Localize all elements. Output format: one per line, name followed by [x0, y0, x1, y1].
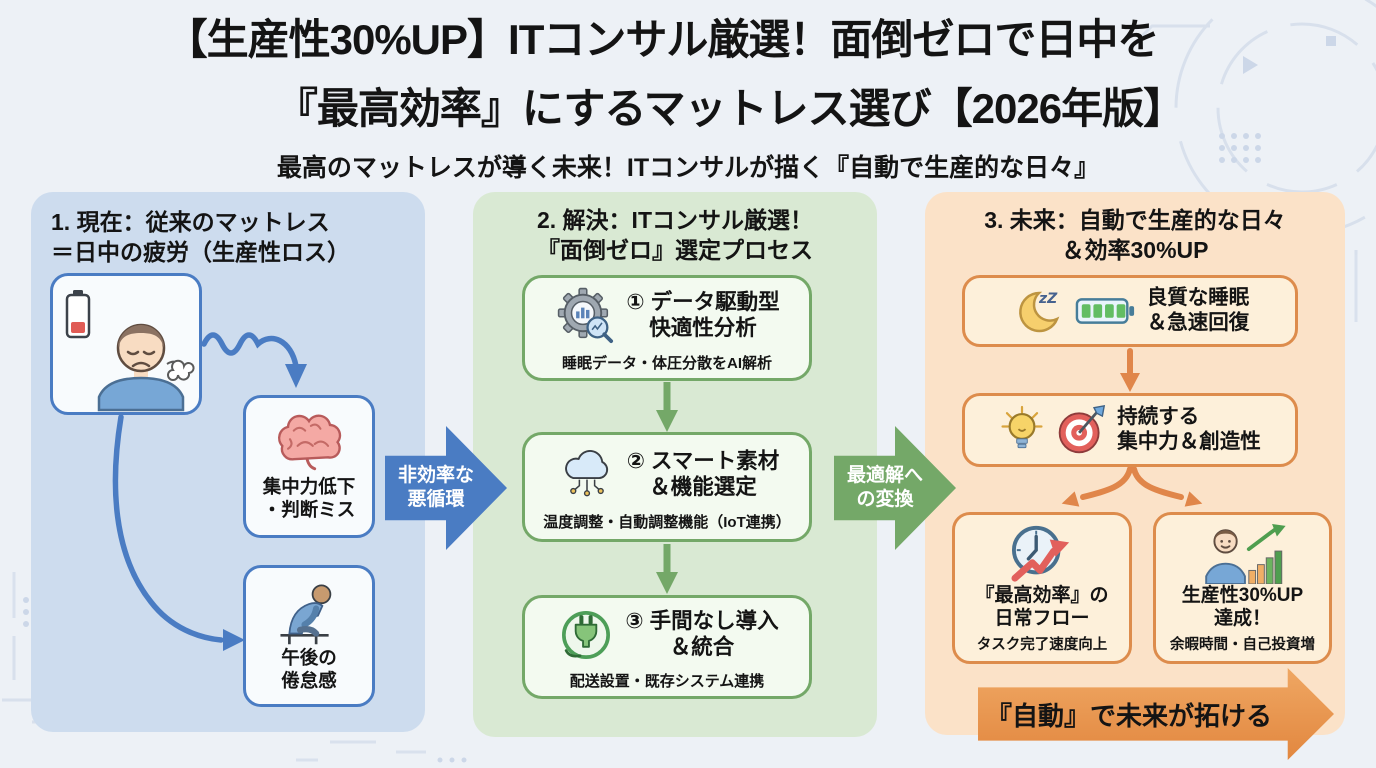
plug-icon	[562, 610, 611, 659]
panel-future-title-line1: 3. 未来：自動で生産的な日々	[984, 207, 1286, 233]
panel-future-title: 3. 未来：自動で生産的な日々 ＆効率30%UP	[925, 192, 1345, 266]
header: 【生産性30%UP】ITコンサル厳選！面倒ゼロで日中を 『最高効率』にするマット…	[0, 6, 1376, 184]
transformation-arrow-label-line2: の変換	[856, 489, 914, 510]
panel-solution: 2. 解決：ITコンサル厳選！ 『面倒ゼロ』選定プロセス	[473, 192, 877, 737]
panel-future: 3. 未来：自動で生産的な日々 ＆効率30%UP zZ	[925, 192, 1345, 735]
step1-subtitle: 睡眠データ・体圧分散をAI解析	[561, 354, 772, 372]
step-card-data-analysis: ① データ駆動型 快適性分析 睡眠データ・体圧分散をAI解析	[522, 275, 812, 381]
inefficiency-arrow-label-line1: 非効率な	[397, 465, 474, 487]
step2-title-line2: ＆機能選定	[649, 474, 757, 499]
panel-future-title-line2: ＆効率30%UP	[1061, 237, 1209, 264]
panel-current-state: 1. 現在：従来のマットレス ＝日中の疲労（生産性ロス）	[31, 192, 425, 732]
sleep-card-label-line2: ＆急速回復	[1146, 311, 1250, 334]
step3-title-line1: ③ 手間なし導入	[625, 608, 779, 633]
battery-low-icon	[65, 290, 91, 339]
brain-card-label-line2: ・判断ミス	[262, 498, 356, 520]
productivity-card-title-line2: 達成！	[1213, 607, 1271, 629]
battery-full-icon	[1075, 298, 1134, 324]
curve-arrow-line	[112, 414, 224, 643]
step3-title-line2: ＆統合	[669, 634, 735, 659]
tired-person-icon	[97, 323, 195, 412]
afternoon-fatigue-card: 午後の 倦怠感	[243, 565, 375, 707]
wavy-arrowhead-icon	[285, 364, 307, 388]
main-title-line2: 『最高効率』にするマットレス選び【2026年版】	[275, 85, 1185, 132]
panel-current-connectors	[112, 332, 307, 651]
sigh-puff-icon	[166, 359, 195, 381]
target-dart-icon	[1058, 404, 1106, 454]
step2-subtitle: 温度調整・自動調整機能（IoT連携）	[543, 513, 791, 531]
brain-card: 集中力低下 ・判断ミス	[243, 395, 375, 538]
flow-card-title-line1: 『最高効率』の	[975, 584, 1109, 606]
step1-title-line2: 快適性分析	[649, 315, 757, 340]
productivity-card-subtitle: 余暇時間・自己投資増	[1170, 637, 1315, 654]
sleep-z-glyphs: zZ	[1038, 291, 1058, 307]
panel-current-title: 1. 現在：従来のマットレス ＝日中の疲労（生産性ロス）	[31, 192, 425, 268]
down-arrow-icon	[656, 544, 678, 594]
smart-cloud-icon	[564, 449, 608, 496]
gear-analysis-icon	[558, 287, 614, 343]
step3-subtitle: 配送設置・既存システム連携	[569, 672, 765, 690]
panel-current-title-line1: 1. 現在：従来のマットレス	[51, 209, 330, 235]
clock-rise-icon	[1011, 525, 1070, 582]
slump-card-label-line2: 倦怠感	[281, 670, 337, 691]
panel-solution-title-line1: 2. 解決：ITコンサル厳選！	[536, 207, 813, 233]
brain-icon	[277, 414, 342, 470]
inefficiency-arrow-label-line2: 悪循環	[407, 489, 465, 510]
slump-card-label-line1: 午後の	[281, 647, 337, 669]
person-growth-icon	[1204, 523, 1286, 584]
focus-card-label-line1: 持続する	[1117, 405, 1200, 429]
subtitle: 最高のマットレスが導く未来！ITコンサルが描く『自動で生産的な日々』	[276, 154, 1100, 182]
future-banner-label: 『自動』で未来が拓ける	[985, 700, 1272, 731]
flow-card-title-line2: 日常フロー	[994, 607, 1090, 629]
step-card-smart-material: ② スマート素材 ＆機能選定 温度調整・自動調整機能（IoT連携）	[522, 432, 812, 542]
productivity-card-title-line1: 生産性30%UP	[1181, 584, 1304, 606]
sleep-card-label-line1: 良質な睡眠	[1146, 286, 1250, 310]
curve-arrowhead-icon	[223, 629, 245, 651]
step1-title-line1: ① データ駆動型	[626, 289, 780, 314]
slumped-person-icon	[280, 584, 332, 645]
focus-creativity-card: 持続する 集中力＆創造性	[962, 393, 1298, 467]
tired-person-card	[50, 273, 202, 415]
panel-solution-title-line2: 『面倒ゼロ』選定プロセス	[537, 237, 813, 264]
transformation-arrow-label-line1: 最適解へ	[846, 465, 923, 487]
panel-future-connectors	[1061, 348, 1203, 507]
wavy-arrow-line	[201, 332, 299, 369]
panel-solution-title: 2. 解決：ITコンサル厳選！ 『面倒ゼロ』選定プロセス	[473, 192, 877, 266]
step2-title-line1: ② スマート素材	[626, 448, 780, 473]
focus-card-label-line2: 集中力＆創造性	[1117, 430, 1261, 453]
idea-bulb-icon	[1001, 405, 1043, 449]
brain-card-label-line1: 集中力低下	[262, 475, 356, 497]
moon-sleep-icon: zZ	[1018, 291, 1060, 333]
panel-current-title-line2: ＝日中の疲労（生産性ロス）	[51, 239, 350, 266]
flow-card-subtitle: タスク完了速度向上	[976, 637, 1108, 654]
max-efficiency-flow-card: 『最高効率』の 日常フロー タスク完了速度向上	[952, 512, 1132, 664]
productivity-up-card: 生産性30%UP 達成！ 余暇時間・自己投資増	[1153, 512, 1332, 664]
down-arrow-icon	[656, 382, 678, 432]
step-card-easy-install: ③ 手間なし導入 ＆統合 配送設置・既存システム連携	[522, 595, 812, 699]
main-title-line1: 【生産性30%UP】ITコンサル厳選！面倒ゼロで日中を	[165, 16, 1160, 63]
quality-sleep-card: zZ 良質な睡眠 ＆急速回復	[962, 275, 1298, 347]
